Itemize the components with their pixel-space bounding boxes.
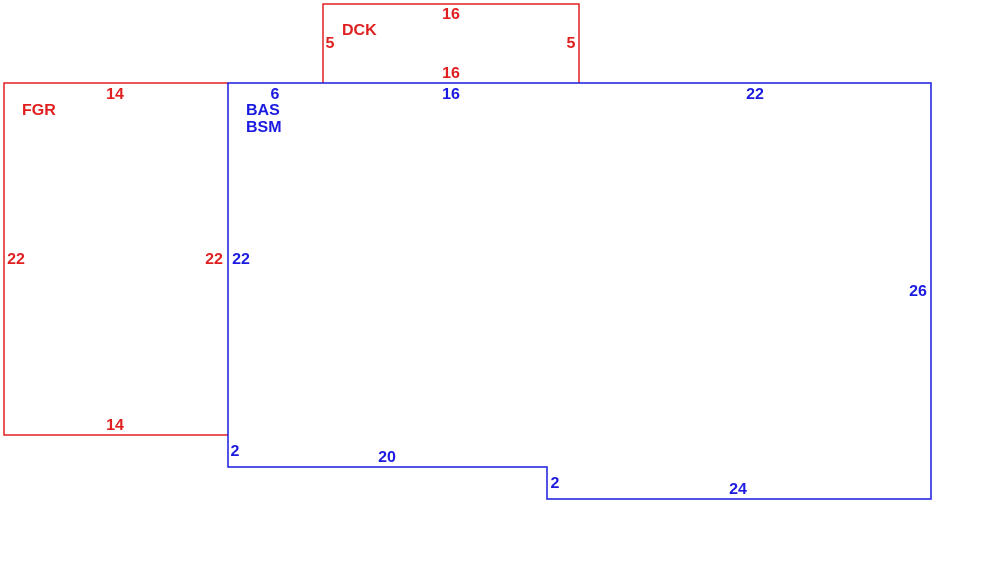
bas-labels: BAS BSM 6 16 22 22 26 2 20 2 24 — [231, 86, 927, 498]
bas-bottom-right-dimension: 24 — [729, 481, 747, 498]
dck-outline — [322, 3, 580, 83]
bas-outline — [227, 82, 932, 500]
fgr-right-dimension: 22 — [205, 251, 223, 268]
fgr-top-dimension: 14 — [106, 86, 124, 103]
fgr-code-label: FGR — [22, 102, 56, 119]
dck-right-dimension: 5 — [567, 35, 576, 52]
fgr-outline — [3, 82, 228, 436]
dck-code-label: DCK — [342, 22, 377, 39]
dck-top-dimension: 16 — [442, 6, 460, 23]
dck-left-dimension: 5 — [326, 35, 335, 52]
bas-bottom-left-dimension: 20 — [378, 449, 396, 466]
bas-top-mid-dimension: 16 — [442, 86, 460, 103]
bas-right-dimension: 26 — [909, 283, 927, 300]
bas-top-right-dimension: 22 — [746, 86, 764, 103]
bas-left-dimension: 22 — [232, 251, 250, 268]
bas-mid-jog-dimension: 2 — [551, 475, 560, 492]
fgr-labels: FGR 14 14 22 22 — [7, 86, 223, 434]
dck-bottom-dimension: 16 — [442, 65, 460, 82]
bas-left-jog-dimension: 2 — [231, 443, 240, 460]
dck-labels: DCK 16 16 5 5 — [326, 6, 576, 82]
fgr-left-dimension: 22 — [7, 251, 25, 268]
bas-top-left-dimension: 6 — [271, 86, 280, 103]
bas-subcode-label: BSM — [246, 119, 282, 136]
bas-code-label: BAS — [246, 102, 280, 119]
fgr-bottom-dimension: 14 — [106, 417, 124, 434]
